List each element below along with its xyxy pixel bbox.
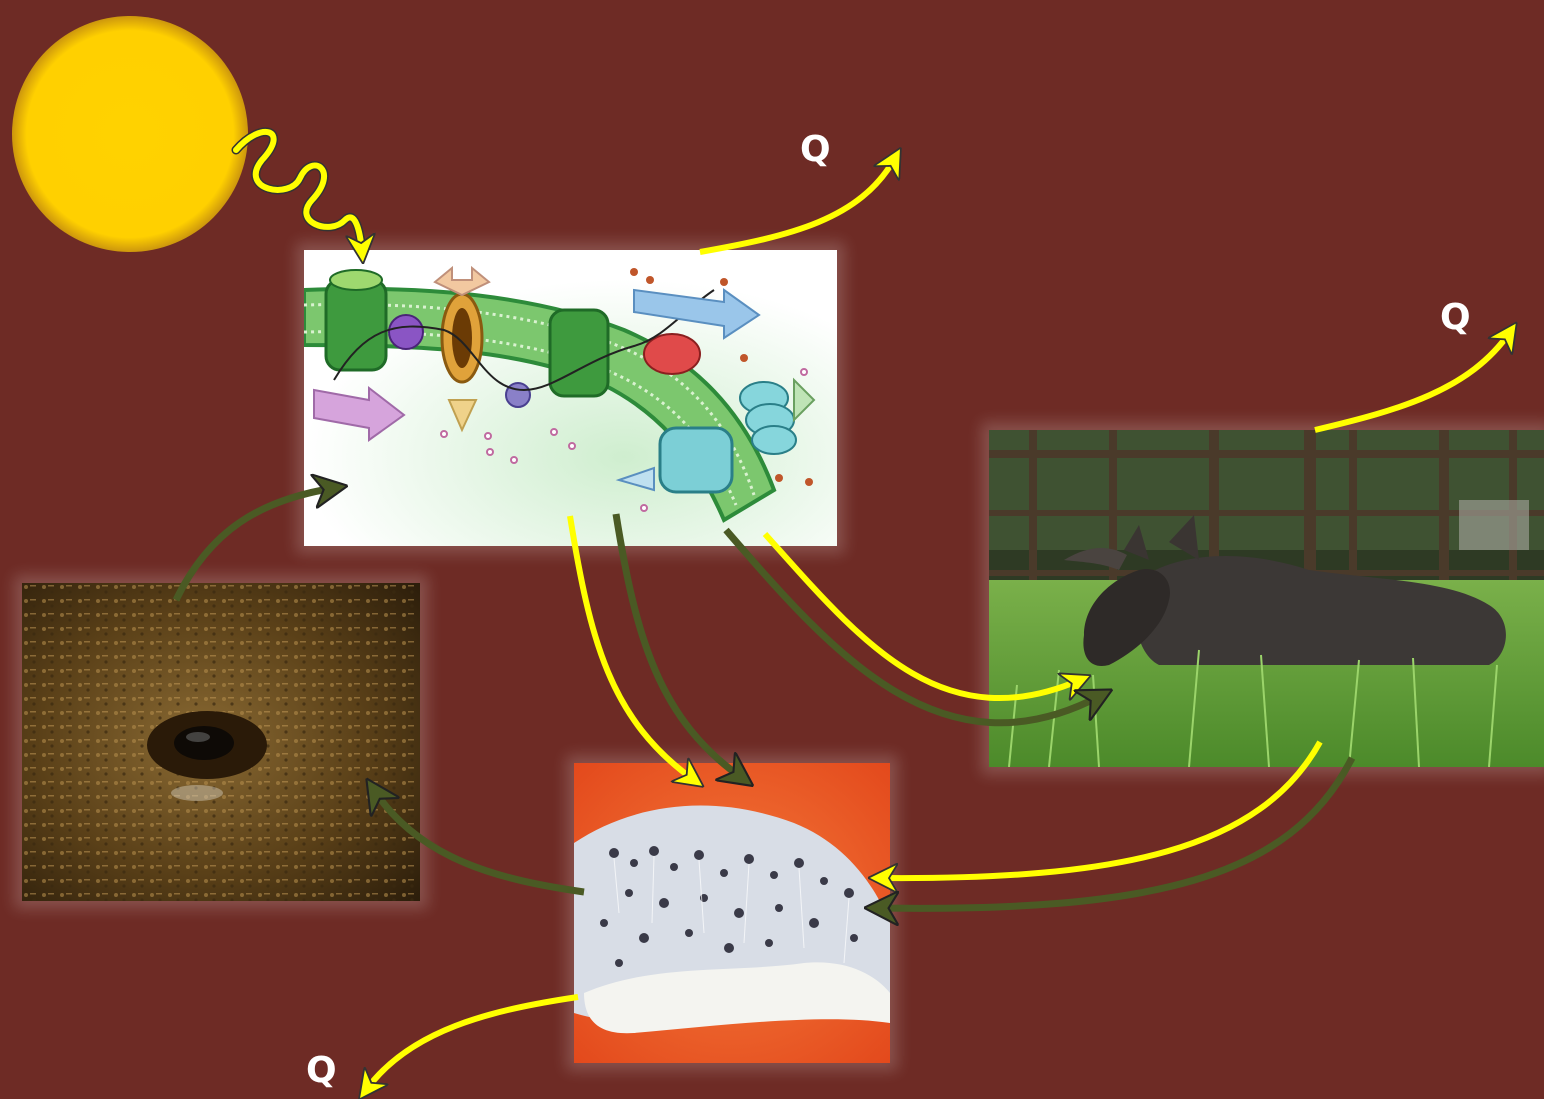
thylakoid-membrane-illustration <box>304 250 837 546</box>
heat-label-bottom: Q <box>306 1053 337 1089</box>
energy-arrow-decomposer-to-heat <box>366 997 578 1090</box>
matter-arrow-consumer-to-decomposer <box>878 758 1352 908</box>
soil-photo <box>22 583 420 901</box>
sun <box>12 16 248 252</box>
moose-image <box>989 430 1544 767</box>
matter-arrow-producer-to-decomposer <box>616 514 742 778</box>
photosynthesis-membrane-image <box>304 250 837 546</box>
mold-image <box>574 763 890 1063</box>
soil-image <box>22 583 420 901</box>
energy-arrow-producer-to-decomposer <box>570 516 694 780</box>
energy-arrow-consumer-to-heat <box>1315 332 1510 430</box>
heat-label-right: Q <box>1440 300 1471 336</box>
mold-photo <box>574 763 890 1063</box>
moose-photo <box>989 430 1544 767</box>
heat-label-top: Q <box>800 132 831 168</box>
energy-arrow-producer-to-heat <box>700 158 895 252</box>
energy-arrow-sun-to-producer <box>236 132 362 252</box>
